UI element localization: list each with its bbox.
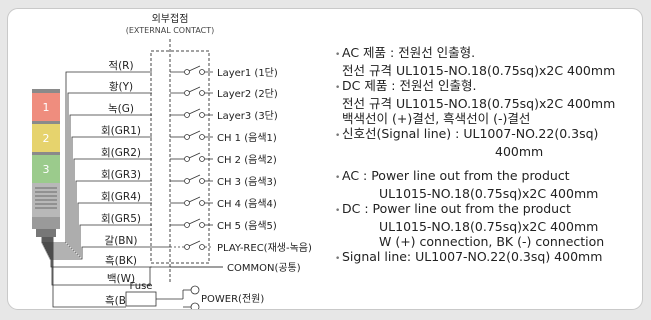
spec-text: •AC 제품 : 전원선 인출형. 전선 규격 UL1015-NO.18(0.7…	[335, 45, 635, 267]
relay-contact-icon	[170, 218, 213, 228]
bullet-icon: •	[335, 50, 341, 60]
spec-dc-kr-spec: 전선 규격 UL1015-NO.18(0.75sq)x2C 400mm	[342, 96, 616, 111]
spec-ac-en-spec: UL1015-NO.18(0.75sq)x2C 400mm	[379, 186, 599, 201]
power-plus-terminal-icon	[190, 285, 200, 295]
wire-label: 적(R)	[108, 60, 133, 72]
output-power: POWER(전원)	[201, 293, 264, 305]
external-contact-header-kr: 외부접점	[152, 13, 189, 25]
output-label: Layer3 (3단)	[217, 110, 278, 122]
spec-ac-kr-spec: 전선 규격 UL1015-NO.18(0.75sq)x2C 400mm	[342, 63, 616, 78]
output-label: PLAY-REC(재생-녹음)	[217, 242, 312, 254]
spec-dc-en-spec: UL1015-NO.18(0.75sq)x2C 400mm	[379, 219, 599, 234]
output-label: CH 1 (음색1)	[217, 132, 277, 144]
relay-contact-icon	[170, 196, 213, 206]
spec-ac-kr: AC 제품 : 전원선 인출형.	[342, 45, 476, 60]
bullet-icon: •	[335, 206, 341, 216]
lamp-yellow	[32, 124, 60, 152]
relay-contact-icon	[170, 240, 213, 250]
wiring-diagram: 외부접점 (EXTERNAL CONTACT) 1 2 3	[32, 13, 312, 309]
lamp-green	[32, 155, 60, 183]
bullet-icon: •	[335, 173, 341, 183]
output-label: Layer2 (2단)	[217, 88, 278, 100]
output-label: CH 5 (음색5)	[217, 220, 277, 232]
bullet-icon: •	[335, 254, 341, 264]
relay-contact-icon	[170, 108, 213, 118]
wire-label: 회(GR4)	[101, 191, 141, 203]
power-circuit: Fuse POWER(전원)	[83, 266, 264, 309]
wire-label: 회(GR1)	[101, 125, 141, 137]
relay-contact-icon	[170, 152, 213, 162]
relay-contact-icon	[170, 65, 213, 75]
lamp-number-1: 1	[43, 101, 50, 114]
relay-contact-icon	[170, 86, 213, 96]
wire-label: 녹(G)	[108, 103, 134, 115]
wire-bundle	[41, 71, 83, 308]
lamp-number-3: 3	[43, 163, 50, 176]
signal-tower-icon: 1 2 3	[32, 89, 60, 237]
wire-label: 회(GR2)	[101, 147, 141, 159]
spec-dc-kr-conn: 백색선이 (+)결선, 흑색선이 (-)결선	[342, 111, 531, 126]
fuse-icon	[125, 291, 157, 307]
lamp-number-2: 2	[43, 132, 50, 145]
output-label: CH 4 (음색4)	[217, 198, 277, 210]
relay-contact-icon	[170, 130, 213, 140]
wire-label: 황(Y)	[109, 81, 133, 93]
spec-dc-kr: DC 제품 : 전원선 인출형.	[342, 78, 477, 93]
output-common: COMMON(공통)	[227, 262, 301, 274]
wire-label: 갈(BN)	[105, 234, 138, 247]
spec-signal-kr-len: 400mm	[495, 144, 544, 159]
external-contact-header-en: (EXTERNAL CONTACT)	[126, 26, 215, 35]
wire-label: 백(W)	[107, 273, 135, 285]
fuse-label: Fuse	[130, 281, 153, 292]
relay-contact-icon	[170, 174, 213, 184]
power-minus-terminal-icon	[190, 302, 200, 309]
bullet-icon: •	[335, 131, 341, 141]
spec-signal-kr: 신호선(Signal line) : UL1007-NO.22(0.3sq)	[342, 126, 599, 141]
output-label: CH 3 (음색3)	[217, 176, 277, 188]
output-label: CH 2 (음색2)	[217, 154, 277, 166]
wiring-panel: 외부접점 (EXTERNAL CONTACT) 1 2 3	[7, 8, 643, 310]
spec-ac-en: AC : Power line out from the product	[342, 168, 570, 183]
wire-label: 회(GR5)	[101, 213, 141, 225]
wire-label: 흑(BK)	[105, 254, 137, 267]
wire-label: 회(GR3)	[101, 169, 141, 181]
spec-dc-en-conn: W (+) connection, BK (-) connection	[379, 234, 605, 249]
lamp-red	[32, 93, 60, 121]
bullet-icon: •	[335, 83, 341, 93]
spec-signal-en: Signal line: UL1007-NO.22(0.3sq) 400mm	[342, 249, 603, 264]
spec-dc-en: DC : Power line out from the product	[342, 201, 571, 216]
output-label: Layer1 (1단)	[217, 67, 278, 79]
